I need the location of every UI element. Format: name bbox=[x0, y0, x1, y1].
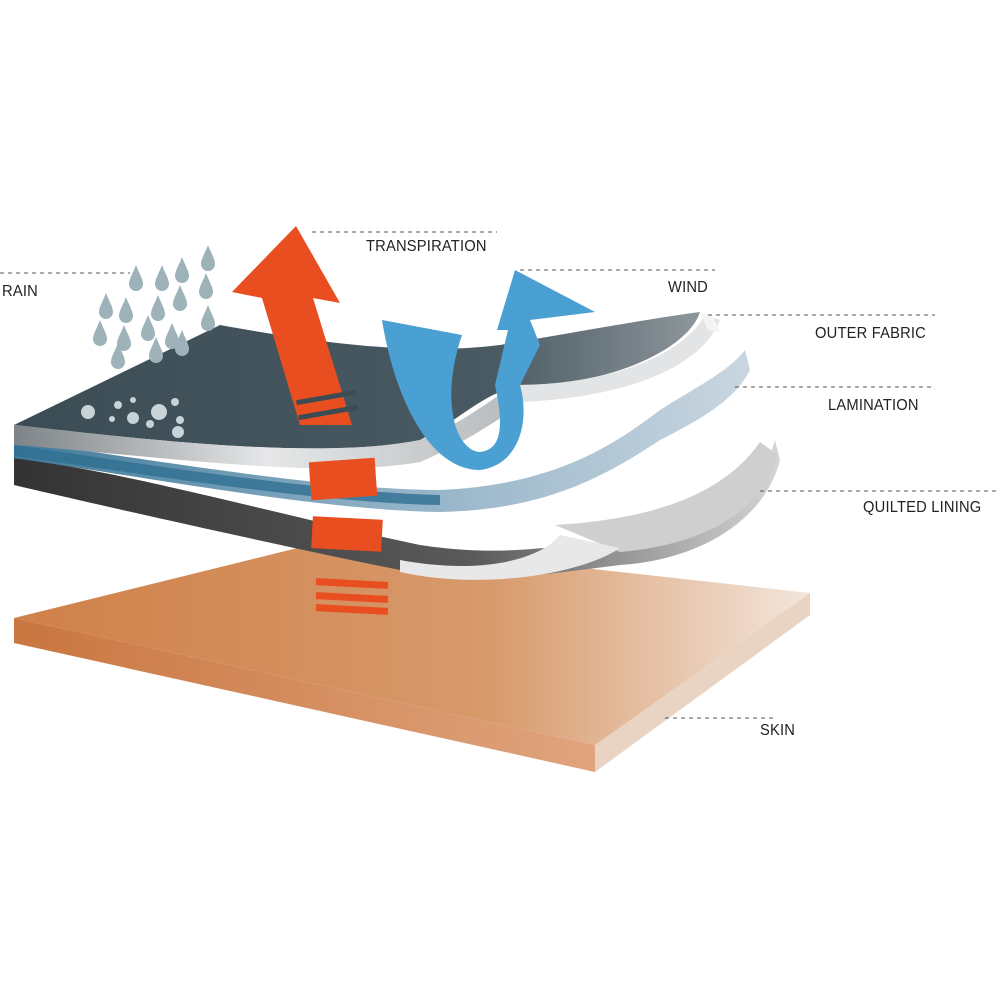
label-quilted-lining: QUILTED LINING bbox=[863, 499, 982, 516]
label-lamination: LAMINATION bbox=[828, 397, 919, 414]
arrow-stripes bbox=[296, 389, 359, 421]
raindrops bbox=[93, 245, 215, 369]
skin-heat-stripes bbox=[315, 578, 389, 615]
label-wind: WIND bbox=[668, 279, 708, 296]
wind-arrow bbox=[382, 270, 595, 470]
label-skin: SKIN bbox=[760, 722, 796, 739]
quilted-lining-layer bbox=[14, 440, 780, 580]
label-rain: RAIN bbox=[2, 283, 38, 300]
skin-layer bbox=[14, 540, 810, 772]
label-transpiration: TRANSPIRATION bbox=[366, 238, 487, 255]
label-outer-fabric: OUTER FABRIC bbox=[815, 325, 926, 342]
transpiration-arrow bbox=[232, 226, 383, 552]
water-beads bbox=[81, 397, 184, 438]
leader-lines bbox=[0, 231, 1000, 719]
